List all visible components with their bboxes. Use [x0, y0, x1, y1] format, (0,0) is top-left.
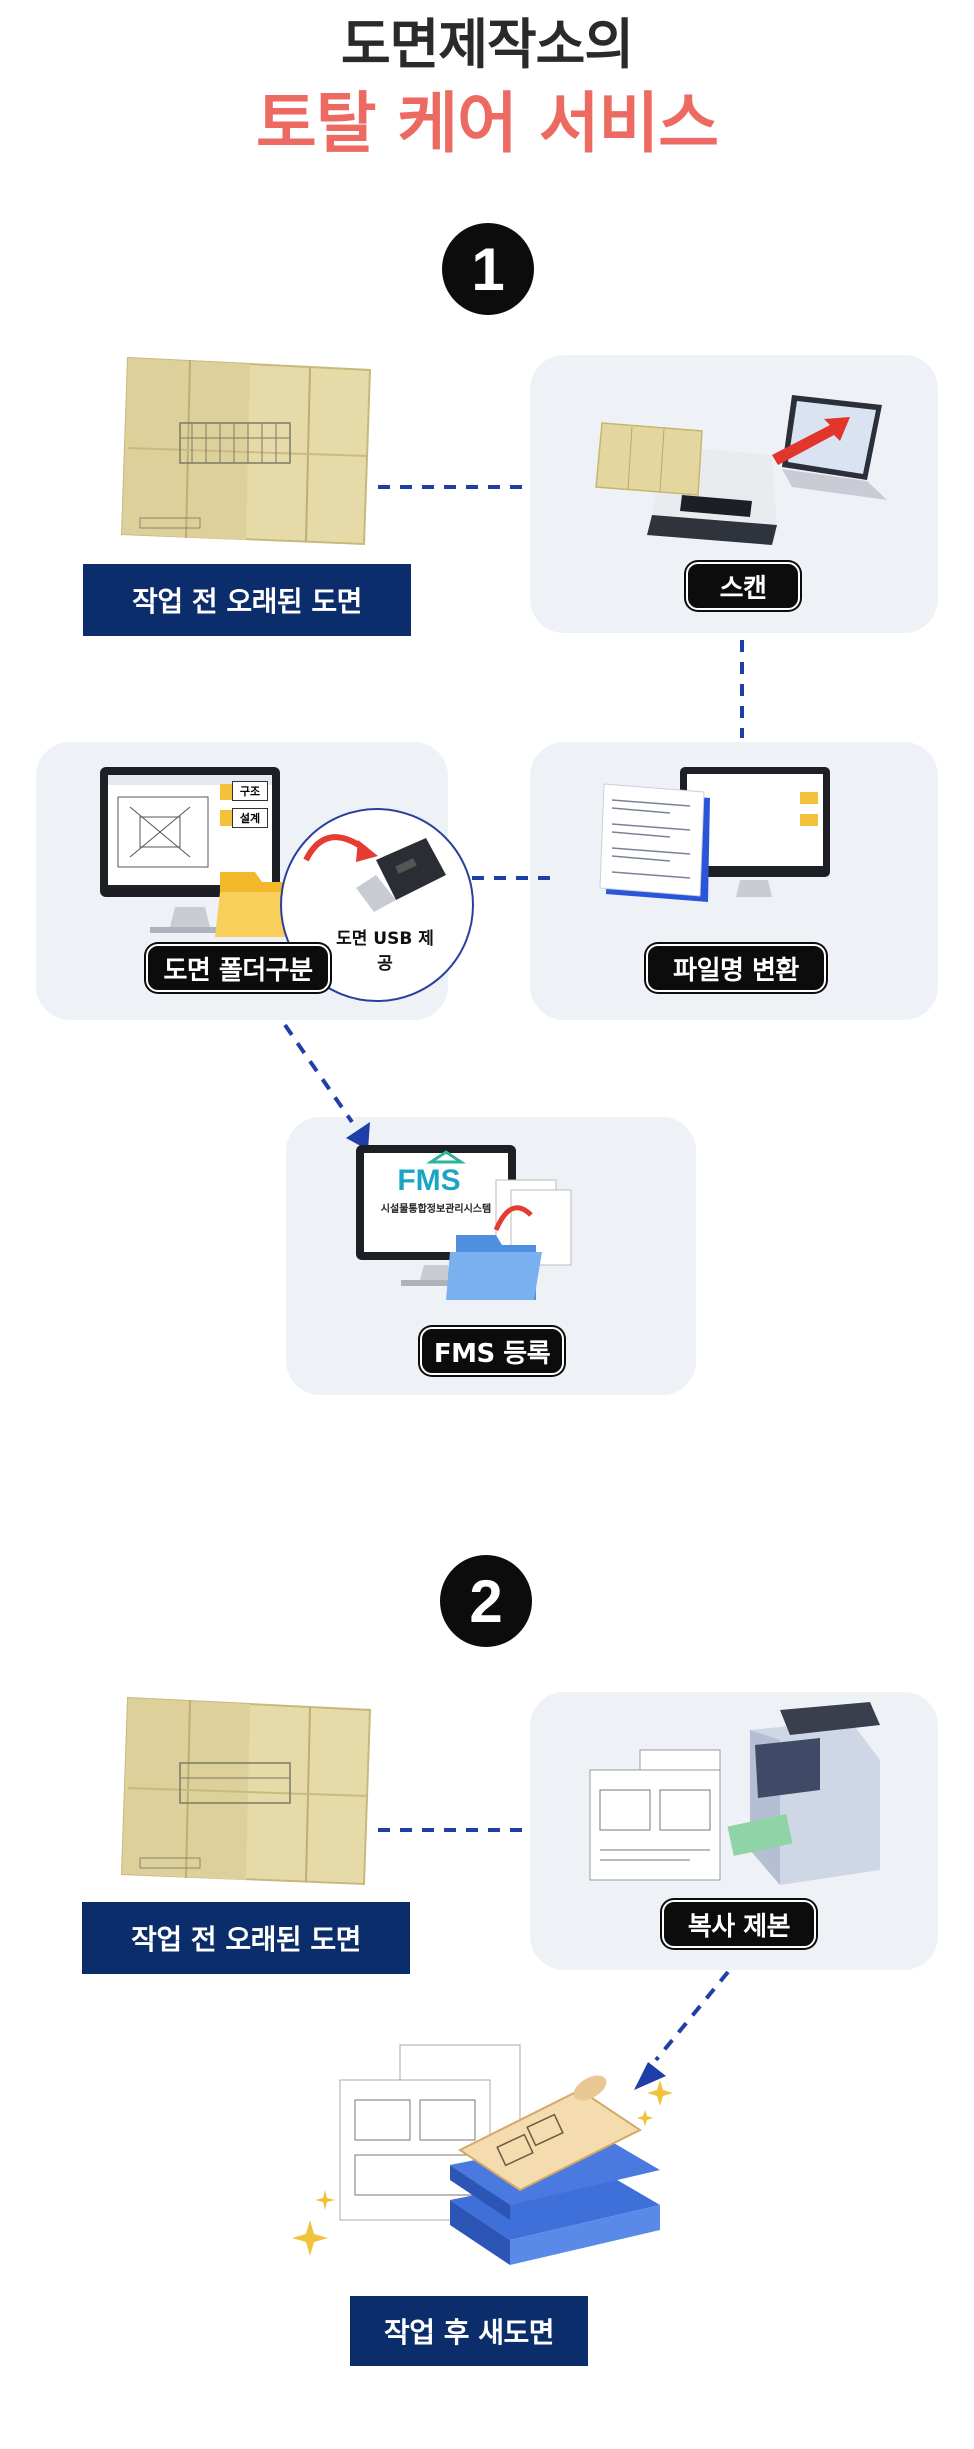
fms-subtitle: 시설물통합정보관리시스템: [380, 1204, 492, 1215]
old-drawing-image: [120, 356, 372, 546]
step-number-2: 2: [440, 1555, 532, 1647]
folder-label: 도면 폴더구분: [146, 944, 330, 992]
title-line2: 토탈 케어 서비스: [256, 85, 719, 162]
step-number-1: 1: [442, 223, 534, 315]
copy-label: 복사 제본: [662, 1900, 816, 1948]
usb-label: 도면 USB 제공: [336, 929, 434, 974]
new-drawing-label: 작업 후 새도면: [350, 2296, 588, 2366]
scan-label: 스캔: [686, 562, 800, 610]
folder-tag-structure: 구조: [232, 781, 268, 801]
new-drawing-image: [292, 2044, 673, 2265]
fms-label: FMS 등록: [420, 1327, 564, 1375]
rename-monitor-image: [599, 767, 830, 902]
fms-monitor-image: [356, 1145, 572, 1300]
old-drawing-label-2: 작업 전 오래된 도면: [82, 1902, 410, 1974]
rename-label: 파일명 변환: [646, 944, 826, 992]
old-drawing-image-2: [120, 1696, 372, 1886]
usb-image: [303, 834, 446, 912]
copy-machine-image: [589, 1702, 880, 1885]
title-line1: 도면제작소의: [340, 13, 634, 76]
scanner-laptop-image: [595, 395, 887, 545]
old-drawing-label: 작업 전 오래된 도면: [83, 564, 411, 636]
folder-tag-design: 설계: [232, 808, 268, 828]
fms-logo-text: FMS: [397, 1164, 461, 1197]
